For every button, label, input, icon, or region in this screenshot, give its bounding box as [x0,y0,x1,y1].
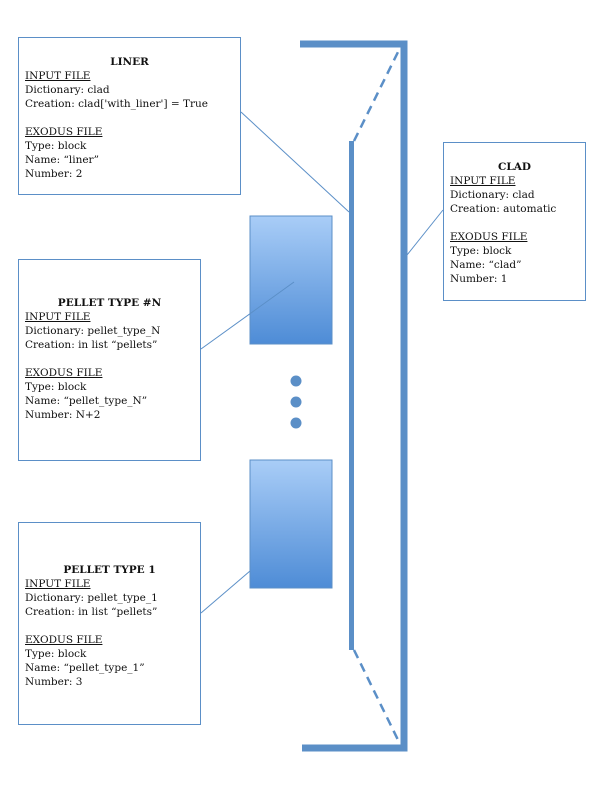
clad-exodus-name: Name: “clad” [450,259,522,271]
clad-input-creation: Creation: automatic [450,203,557,215]
clad-exodus-file-heading: EXODUS FILE [450,231,528,243]
pellet-1-exodus-type: Type: block [25,648,87,660]
clad-exodus-number: Number: 1 [450,273,508,285]
liner-clad-dash-top [352,49,401,142]
pellet-n-leader-line [200,281,295,350]
liner-input-file-heading: INPUT FILE [25,70,91,82]
pellet-n-callout: PELLET TYPE #N INPUT FILE Dictionary: pe… [18,259,201,461]
pellet-n-title: PELLET TYPE #N [57,297,162,309]
liner-exodus-type: Type: block [25,140,87,152]
clad-input-dictionary: Dictionary: clad [450,189,535,201]
clad-exodus-type: Type: block [450,245,512,257]
pellet-n-exodus-number: Number: N+2 [25,409,101,421]
liner-exodus-name: Name: “liner” [25,154,99,166]
pellet-1-exodus-file-heading: EXODUS FILE [25,634,103,646]
pellet-1-input-file-heading: INPUT FILE [25,578,91,590]
pellet-1-input-dictionary: Dictionary: pellet_type_1 [25,592,158,604]
liner-callout: LINER INPUT FILE Dictionary: clad Creati… [18,37,241,195]
pellet-1-input-creation: Creation: in list “pellets” [25,606,158,618]
liner-exodus-file-heading: EXODUS FILE [25,126,103,138]
ellipsis-dot [290,396,302,408]
liner-input-dictionary: Dictionary: clad [25,84,110,96]
clad-input-file-heading: INPUT FILE [450,175,516,187]
pellet-n-input-dictionary: Dictionary: pellet_type_N [25,325,161,337]
liner-input-creation: Creation: clad['with_liner'] = True [25,98,209,110]
clad-title: CLAD [498,161,531,173]
clad-leader-line [406,209,444,256]
pellet-1-title: PELLET TYPE 1 [63,564,156,576]
pellet-n-block [249,215,333,345]
liner-bar [349,141,354,650]
pellet-n-input-file-heading: INPUT FILE [25,311,91,323]
pellet-1-exodus-name: Name: “pellet_type_1” [25,662,145,674]
ellipsis-dot [290,417,302,429]
clad-callout: CLAD INPUT FILE Dictionary: clad Creatio… [443,142,586,301]
pellet-n-exodus-name: Name: “pellet_type_N” [25,395,148,407]
pellet-1-block [249,459,333,589]
liner-exodus-number: Number: 2 [25,168,83,180]
pellet-1-exodus-number: Number: 3 [25,676,83,688]
pellet-n-exodus-file-heading: EXODUS FILE [25,367,103,379]
pellet-1-callout: PELLET TYPE 1 INPUT FILE Dictionary: pel… [18,522,201,725]
ellipsis-dot [290,375,302,387]
pellet-n-exodus-type: Type: block [25,381,87,393]
clad-bracket [300,40,408,752]
liner-title: LINER [110,56,149,68]
pellet-n-input-creation: Creation: in list “pellets” [25,339,158,351]
liner-clad-dash-bottom [352,649,401,743]
pellet-1-leader-line [200,570,251,614]
liner-leader-line [240,111,350,213]
